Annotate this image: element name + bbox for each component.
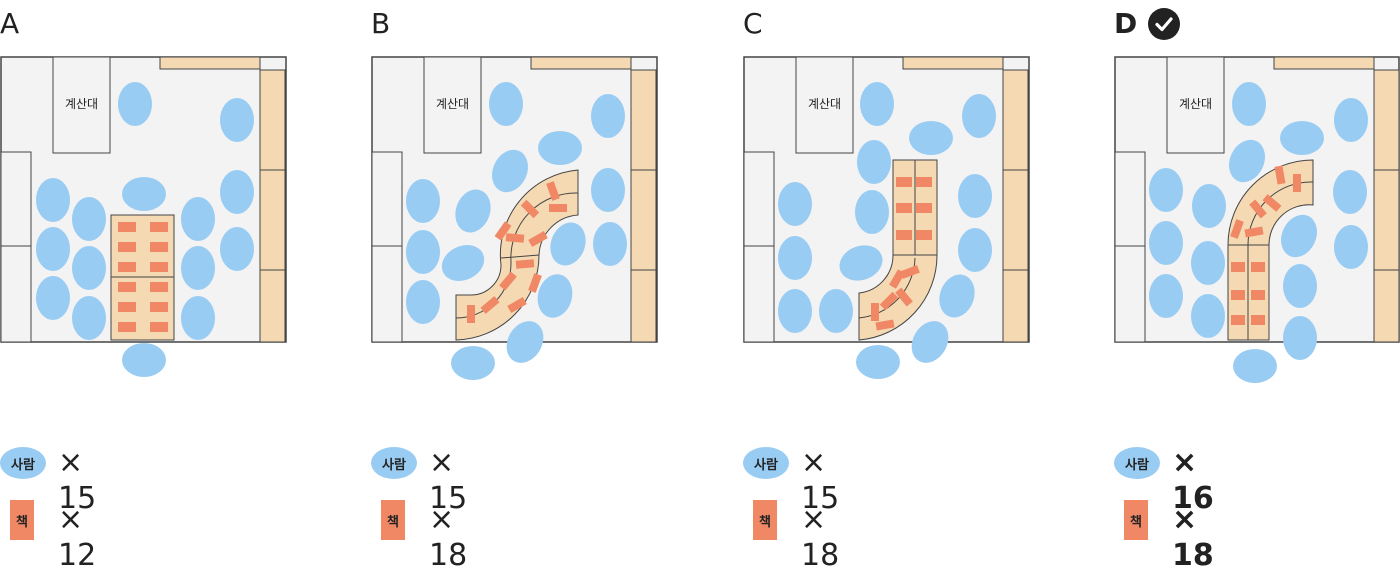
counter-label: 계산대 <box>1179 97 1212 111</box>
side-shelf <box>743 151 775 247</box>
counter-label: 계산대 <box>65 97 98 111</box>
people <box>36 82 254 377</box>
people <box>778 82 996 379</box>
side-shelf <box>0 245 32 343</box>
wall-shelf-right <box>630 169 657 271</box>
option-label: A <box>0 7 20 40</box>
layout-option-d[interactable]: D 계산대 <box>1114 0 1400 573</box>
layout-option-c[interactable]: C 계산대 <box>743 0 1088 573</box>
counter <box>423 56 482 154</box>
people <box>406 82 627 380</box>
people-count: × 16 <box>1172 445 1214 516</box>
bookshelf-curved-straight <box>1227 159 1314 341</box>
book-badge: 책 <box>381 500 405 540</box>
floor-plan-d: 계산대 <box>1114 56 1400 383</box>
book-badge: 책 <box>10 500 34 540</box>
counter <box>795 56 854 154</box>
option-label: B <box>371 7 391 40</box>
counter <box>1166 56 1225 154</box>
book-badge: 책 <box>1124 500 1148 540</box>
people-count: × 15 <box>429 445 468 516</box>
person-badge: 사람 <box>1114 447 1160 479</box>
layout-option-b[interactable]: B 계산대 <box>371 0 716 573</box>
wall-shelf-right <box>1373 169 1400 271</box>
wall-shelf-right <box>1373 269 1400 343</box>
side-shelf <box>1114 151 1146 247</box>
counter-label: 계산대 <box>808 97 841 111</box>
floor-plan-a: 계산대 <box>0 56 287 377</box>
wall-shelf-right <box>630 69 657 171</box>
book-count: × 18 <box>801 502 840 573</box>
option-label: C <box>743 7 763 40</box>
wall-shelf-right <box>1373 69 1400 171</box>
person-badge: 사람 <box>0 447 46 479</box>
side-shelf <box>371 245 403 343</box>
bookshelf-curved <box>455 169 579 341</box>
people-count: × 15 <box>58 445 97 516</box>
option-label: D <box>1114 7 1138 40</box>
bookshelf-j-shape <box>858 159 938 341</box>
wall-shelf-right <box>259 69 286 171</box>
book-badge: 책 <box>753 500 777 540</box>
side-shelf <box>0 151 32 247</box>
wall-shelf-top <box>530 56 632 70</box>
wall-shelf-right <box>630 269 657 343</box>
person-badge: 사람 <box>371 447 417 479</box>
book-count: × 12 <box>58 502 97 573</box>
people <box>1149 82 1368 383</box>
wall-shelf-top <box>159 56 261 70</box>
people-count: × 15 <box>801 445 840 516</box>
book-count: × 18 <box>1172 502 1214 573</box>
floor-plan-c: 계산대 <box>743 56 1030 379</box>
book-count: × 18 <box>429 502 468 573</box>
layout-option-a[interactable]: A 계산대 <box>0 0 345 573</box>
wall-shelf-right <box>1002 269 1029 343</box>
person-badge: 사람 <box>743 447 789 479</box>
side-shelf <box>1114 245 1146 343</box>
wall-shelf-right <box>1002 169 1029 271</box>
wall-shelf-right <box>1002 69 1029 171</box>
counter <box>52 56 111 154</box>
side-shelf <box>371 151 403 247</box>
wall-shelf-right <box>259 169 286 271</box>
side-shelf <box>743 245 775 343</box>
wall-shelf-top <box>1273 56 1375 70</box>
counter-label: 계산대 <box>436 97 469 111</box>
wall-shelf-right <box>259 269 286 343</box>
floor-plan-b: 계산대 <box>371 56 658 380</box>
check-circle-icon <box>1148 8 1180 40</box>
wall-shelf-top <box>902 56 1004 70</box>
bookshelf-straight <box>110 214 175 341</box>
